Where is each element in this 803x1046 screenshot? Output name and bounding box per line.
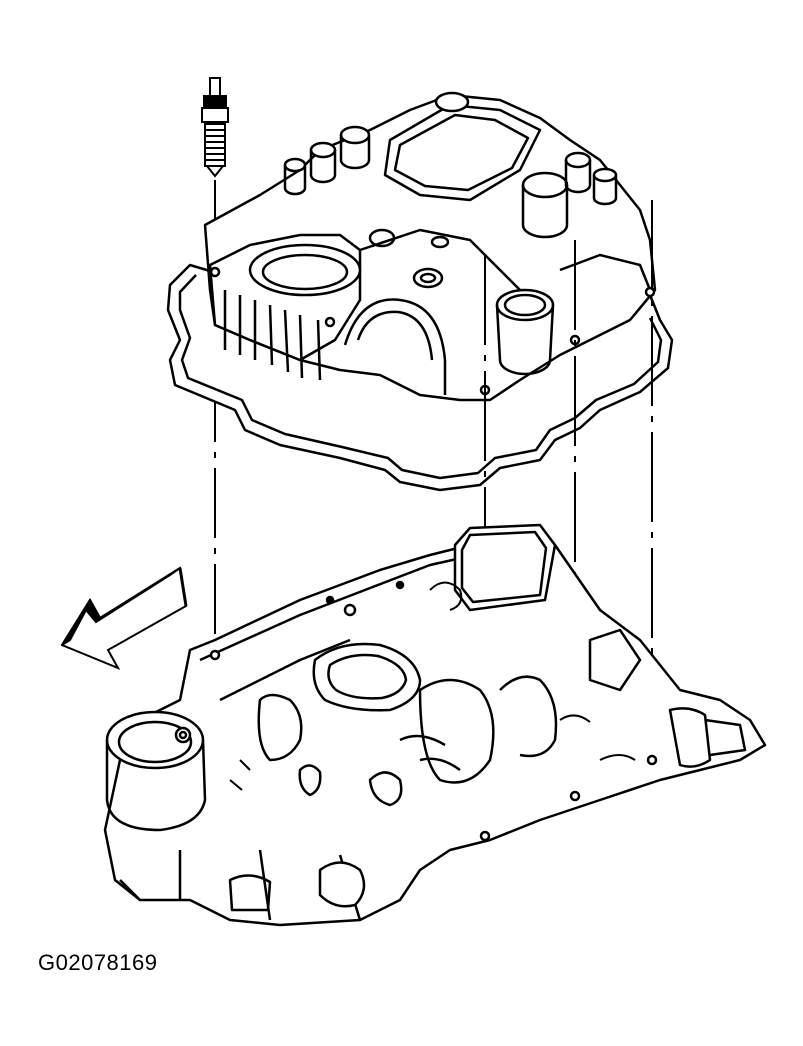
upper-intake-manifold [168, 93, 672, 490]
vacuum-ports [285, 93, 616, 374]
detail-marks [230, 583, 635, 791]
bolt-icon [202, 78, 228, 176]
lower-intake-manifold [105, 525, 765, 925]
figure-id-label: G02078169 [38, 950, 158, 975]
front-direction-arrow-icon [62, 568, 186, 668]
